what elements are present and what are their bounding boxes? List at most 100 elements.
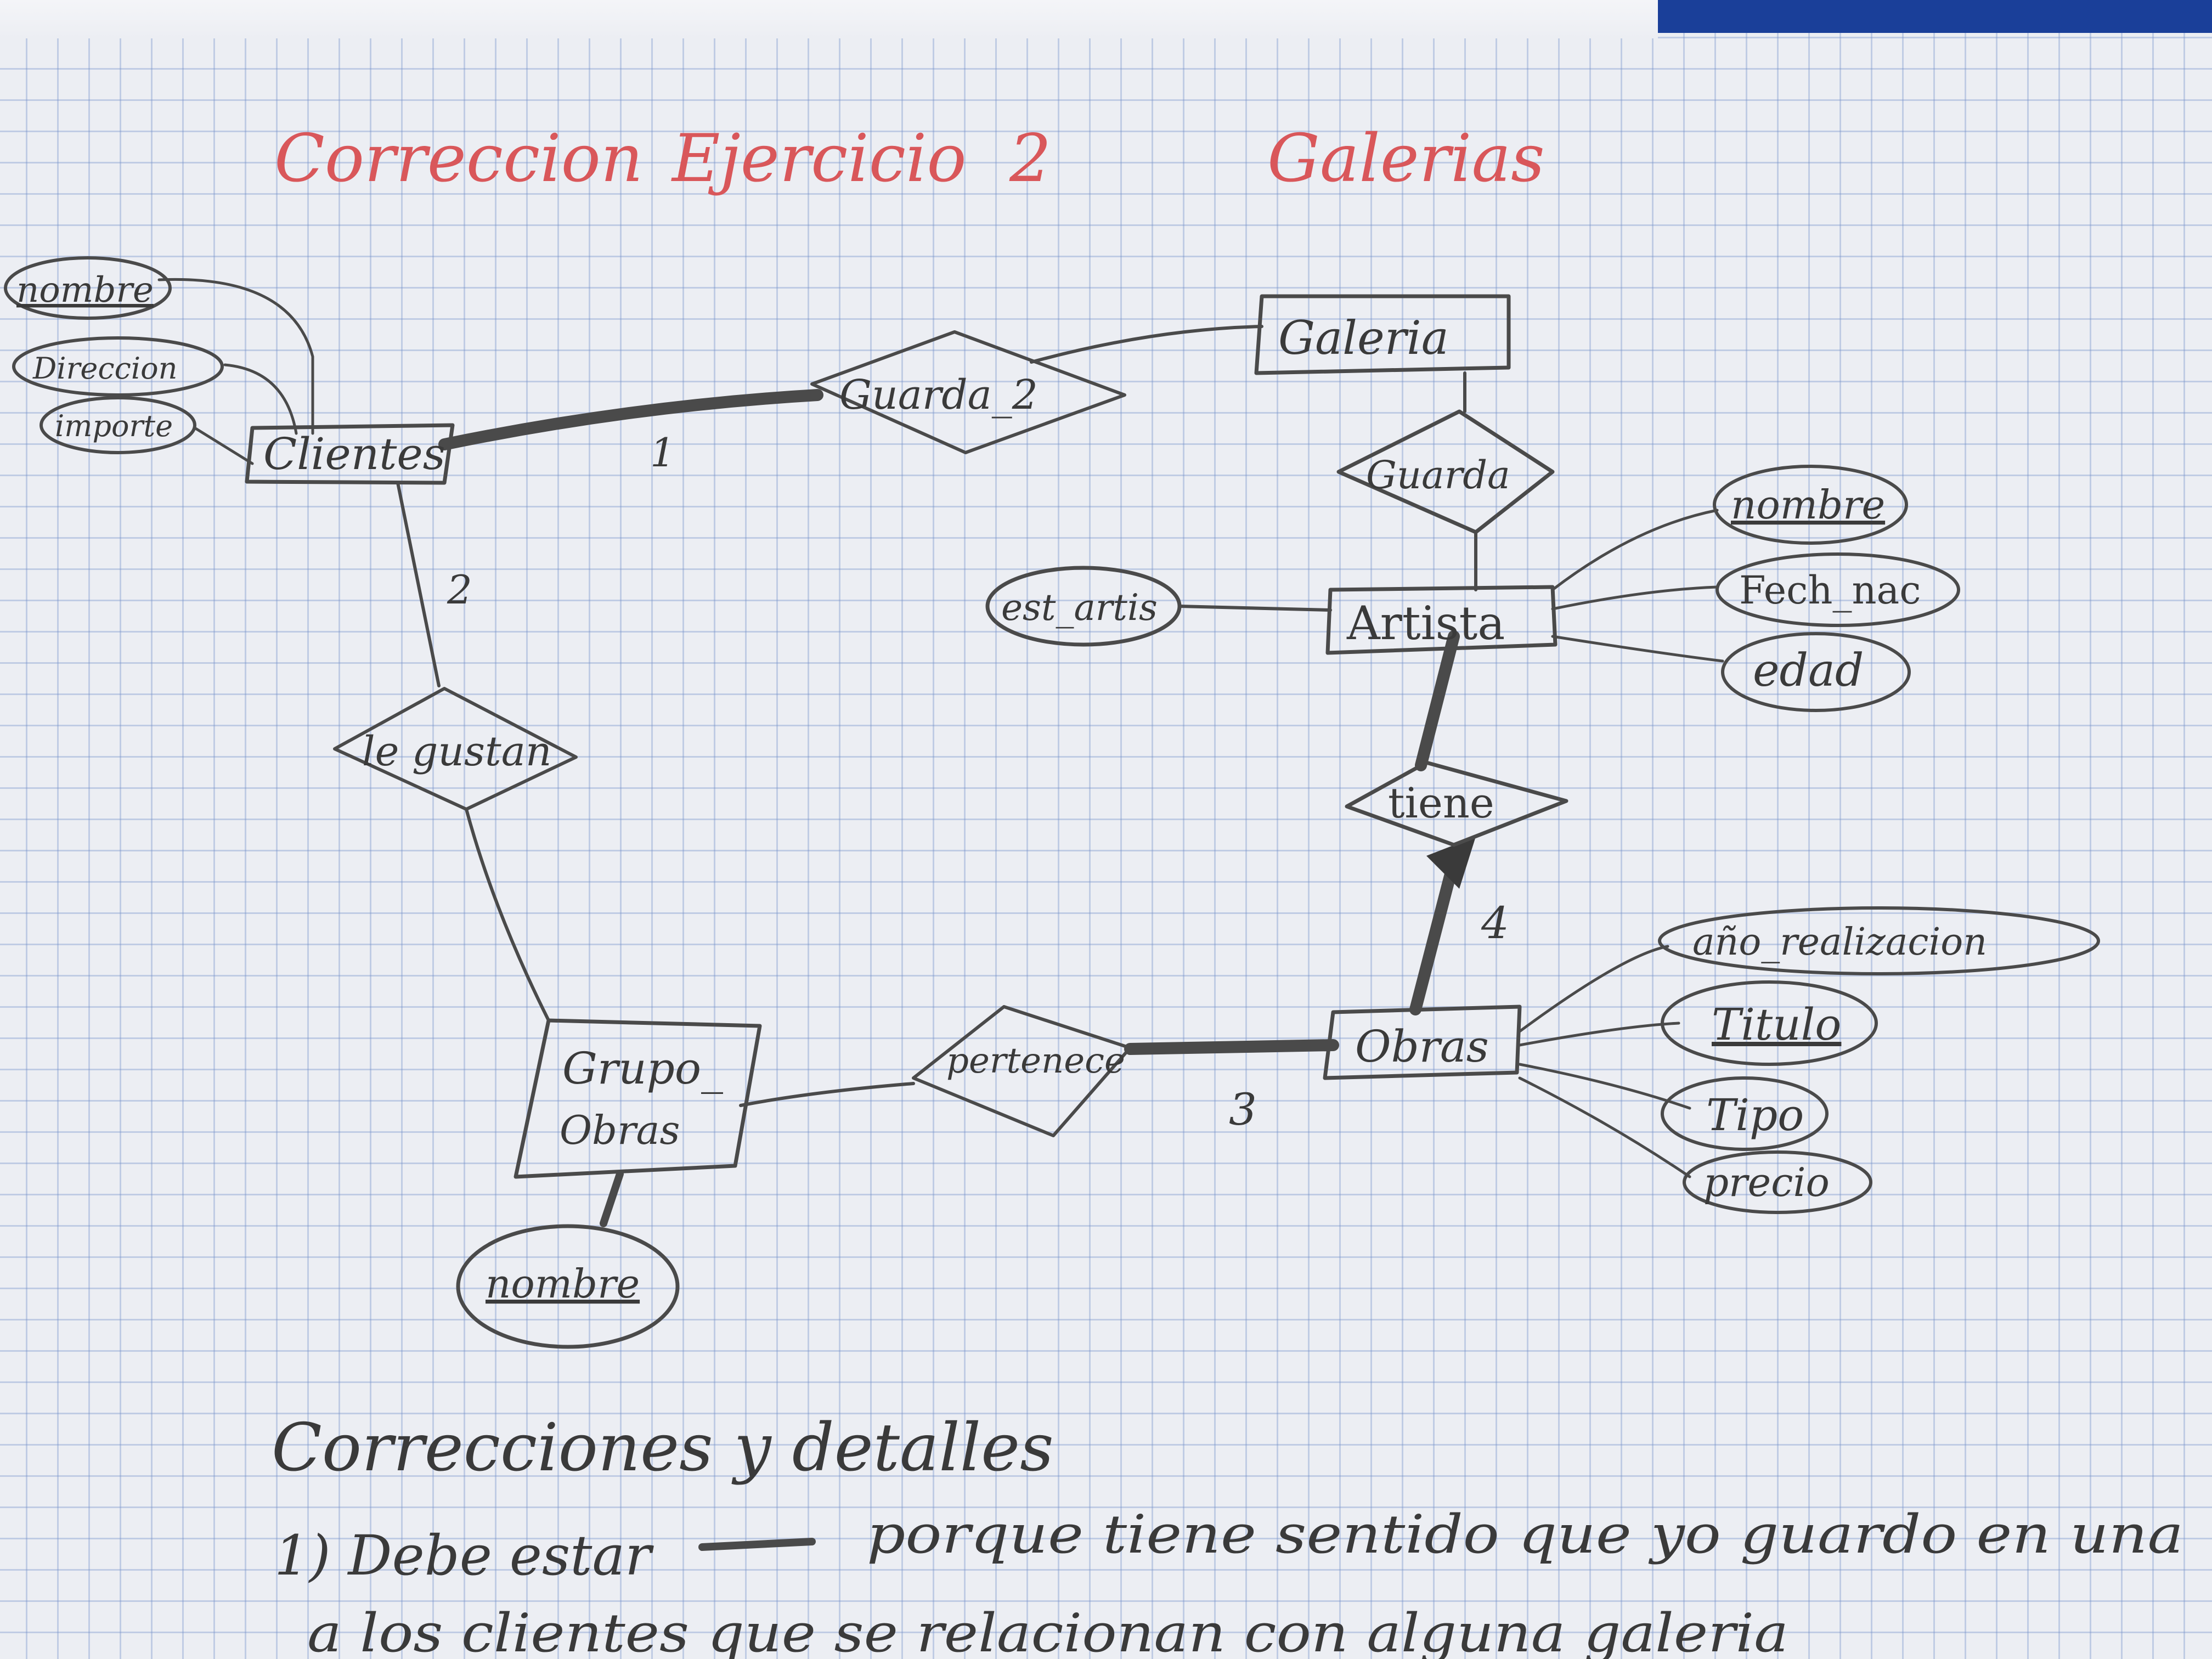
annotation-4: 4 — [1481, 898, 1509, 949]
relationship-pertenece: pertenece — [912, 1005, 1132, 1137]
attribute-obras-titulo: Titulo — [1661, 980, 1878, 1066]
line-obras-precio — [1518, 1076, 1691, 1178]
blue-background-corner — [1658, 0, 2212, 33]
notes-heading: Correcciones y detalles — [272, 1410, 1054, 1486]
line-obras-tipo — [1518, 1063, 1691, 1110]
relationship-le-gustan-diamond — [333, 687, 578, 811]
relationship-guarda2: Guarda_2 — [810, 330, 1126, 454]
attribute-clientes-nombre: nombre — [4, 256, 172, 320]
relationship-lines — [157, 278, 1724, 1227]
line-clientes-direccion — [223, 363, 298, 435]
relationship-guarda-diamond — [1336, 409, 1555, 534]
entity-obras: Obras — [1323, 1005, 1522, 1080]
attribute-artista-edad: edad — [1721, 632, 1911, 712]
line-clientes-legustan — [396, 481, 441, 687]
relationship-guarda2-diamond — [810, 330, 1126, 454]
attribute-obras-tipo-label: Tipo — [1706, 1090, 1804, 1141]
entity-grupo-obras-label-2: Obras — [560, 1107, 680, 1153]
line-clientes-nombre — [157, 278, 314, 435]
relationship-guarda2-label: Guarda_2 — [839, 371, 1038, 419]
line-guarda2-galeria — [1030, 325, 1263, 364]
relationship-pertenece-diamond — [912, 1005, 1132, 1137]
attribute-artista-est-artis-label: est_artis — [1001, 586, 1158, 629]
attribute-obras-titulo-label: Titulo — [1712, 999, 1841, 1050]
entity-clientes: Clientes — [245, 423, 455, 485]
entity-grupo-obras: Grupo_ Obras — [514, 1018, 762, 1179]
attribute-obras-anio: año_realizacion — [1658, 906, 2100, 975]
attribute-obras-tipo: Tipo — [1661, 1076, 1829, 1151]
attribute-grupo-nombre-oval — [456, 1224, 680, 1349]
attribute-clientes-importe-label: importe — [55, 409, 173, 443]
entity-obras-label: Obras — [1355, 1021, 1489, 1072]
attribute-artista-fech-nac-oval — [1716, 552, 1960, 627]
annotation-1: 1 — [650, 430, 675, 476]
annotation-3: 3 — [1229, 1084, 1257, 1135]
line-clientes-guarda2 — [438, 389, 823, 450]
notes-line2: a los clientes que se relacionan con alg… — [307, 1602, 1788, 1659]
annotations: 1 2 3 4 — [447, 430, 1509, 1135]
line-artista-estartis — [1178, 605, 1332, 612]
title-word-correccion: Correccion — [274, 121, 643, 197]
line-obras-anio — [1518, 945, 1669, 1033]
line-artista-fechnac — [1551, 585, 1719, 611]
attribute-clientes-direccion-label: Direccion — [32, 351, 177, 386]
relationship-tiene-diamond — [1345, 760, 1568, 847]
line-artista-edad — [1551, 635, 1724, 663]
attribute-clientes-importe-oval — [40, 396, 196, 454]
notes-line1-start: 1) Debe estar — [274, 1523, 654, 1588]
entity-artista: Artista — [1325, 585, 1558, 655]
relationship-tiene: tiene — [1345, 760, 1568, 847]
attribute-artista-fech-nac-label: Fech_nac — [1739, 568, 1921, 613]
attribute-artista-est-artis: est_artis — [985, 566, 1182, 647]
attribute-clientes-nombre-oval — [4, 256, 172, 320]
attribute-clientes-direccion-oval — [12, 336, 224, 397]
attribute-artista-nombre: nombre — [1713, 465, 1908, 545]
entity-clientes-box — [245, 423, 455, 485]
title-word-ejercicio: Ejercicio — [671, 121, 967, 197]
attribute-artista-est-artis-oval — [985, 566, 1182, 647]
line-grupo-nombre — [600, 1170, 624, 1227]
entity-grupo-obras-box — [514, 1018, 762, 1179]
line-clientes-importe — [193, 426, 254, 465]
line-artista-tiene — [1415, 630, 1460, 771]
line-obras-titulo — [1518, 1022, 1680, 1047]
relationship-guarda: Guarda — [1336, 409, 1555, 534]
arrowhead-tiene — [1426, 837, 1476, 889]
entity-artista-box — [1325, 585, 1558, 655]
attribute-artista-edad-oval — [1721, 632, 1911, 712]
relationship-le-gustan-label: le gustan — [362, 728, 552, 775]
attribute-artista-fech-nac: Fech_nac — [1716, 552, 1960, 627]
title-word-galerias: Galerias — [1267, 121, 1545, 197]
attribute-artista-nombre-oval — [1713, 465, 1908, 545]
line-obras-pertenece — [1124, 1039, 1339, 1055]
relationship-guarda-label: Guarda — [1366, 453, 1510, 498]
attribute-obras-anio-label: año_realizacion — [1692, 921, 1987, 964]
attribute-clientes-importe: importe — [40, 396, 196, 454]
attribute-clientes-direccion: Direccion — [12, 336, 224, 397]
correction-notes: Correcciones y detalles 1) Debe estar po… — [272, 1410, 2183, 1659]
entity-artista-label: Artista — [1346, 596, 1505, 650]
relationship-tiene-label: tiene — [1388, 778, 1494, 827]
line-tiene-obras — [1409, 855, 1460, 1015]
relationship-pertenece-label: pertenece — [946, 1041, 1125, 1081]
notes-dash-mark — [698, 1538, 816, 1551]
line-pertenece-grupo — [739, 1082, 915, 1107]
attribute-grupo-nombre-label: nombre — [486, 1261, 640, 1307]
attribute-artista-edad-label: edad — [1753, 645, 1864, 697]
attribute-artista-nombre-label: nombre — [1731, 482, 1885, 528]
entity-galeria: Galeria — [1254, 294, 1511, 375]
line-legustan-grupo — [465, 808, 550, 1022]
attribute-obras-precio-oval — [1683, 1150, 1872, 1214]
attribute-obras-titulo-oval — [1661, 980, 1878, 1066]
attribute-obras-tipo-oval — [1661, 1076, 1829, 1151]
title-number: 2 — [1009, 121, 1051, 197]
paper-top-edge — [0, 0, 1658, 38]
entity-grupo-obras-label-1: Grupo_ — [562, 1043, 723, 1094]
attribute-obras-anio-oval — [1658, 906, 2100, 975]
line-artista-nombre — [1551, 509, 1719, 591]
entity-obras-box — [1323, 1005, 1522, 1080]
attribute-grupo-nombre: nombre — [456, 1224, 680, 1349]
attribute-obras-precio-label: precio — [1703, 1159, 1830, 1205]
entity-clientes-label: Clientes — [263, 428, 445, 479]
